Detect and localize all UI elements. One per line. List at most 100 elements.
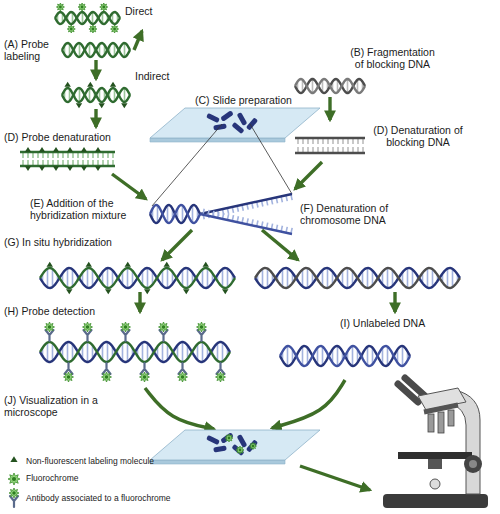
base-pair [72, 269, 74, 286]
fluorochrome-core [12, 491, 16, 495]
base-pair [262, 269, 264, 287]
base-pair [287, 268, 289, 287]
base-pair [82, 12, 84, 24]
labeling-molecule [110, 82, 116, 87]
labeling-molecule [164, 262, 170, 267]
base-pair [202, 342, 204, 362]
base-pair [124, 43, 126, 57]
base-pair [392, 270, 394, 286]
labeling-molecule [98, 103, 104, 108]
base-pair [307, 268, 309, 288]
base-pair [222, 343, 224, 362]
fluorochrome-glow [178, 372, 188, 382]
base-pair [287, 346, 289, 366]
labeling-molecule [87, 82, 93, 87]
base-pair [89, 88, 91, 102]
labeling-molecule [203, 262, 209, 267]
fluorochrome [225, 434, 233, 442]
base-pair [347, 268, 349, 288]
base-pair [67, 342, 69, 362]
legend-text: Fluorochrome [26, 474, 78, 483]
flow-arrow [295, 162, 322, 189]
base-pair [337, 346, 339, 366]
base-pair [267, 269, 269, 288]
base-pair [202, 269, 204, 286]
flow-arrow [272, 380, 345, 428]
fluorochrome-core [92, 28, 95, 31]
detected-dna [40, 342, 230, 362]
labeling-molecule [67, 147, 73, 152]
labeled-probe [62, 88, 130, 102]
step-label: (G) In situ hybridization [4, 236, 154, 248]
base-pair [302, 270, 304, 287]
base-pair [347, 79, 349, 93]
microscope-condenser [428, 459, 442, 469]
base-pair [142, 343, 144, 362]
flow-arrow [145, 388, 214, 429]
labeling-molecule [183, 289, 189, 294]
fluorochrome-glow [83, 322, 93, 332]
hybridized-dna [40, 268, 235, 288]
dna-strand [150, 205, 200, 223]
microscope-objective [438, 412, 444, 433]
base-pair [322, 347, 324, 366]
base-pair [147, 268, 149, 288]
fluorochrome-core [252, 445, 254, 447]
base-pair [407, 268, 409, 288]
dna-strand [55, 12, 120, 24]
fluorochrome [197, 322, 207, 332]
fluorochrome-glow [159, 322, 169, 332]
fluorochrome [140, 372, 150, 382]
base-pair [157, 205, 159, 222]
labeling-molecule [81, 147, 87, 152]
labeling-molecule [47, 262, 53, 267]
labeling-molecule [144, 289, 150, 294]
fluorochrome [83, 322, 93, 332]
base-pair [127, 343, 129, 362]
base-pair [387, 347, 389, 366]
chromosome [237, 112, 248, 126]
base-pair [167, 205, 169, 222]
labeling-molecule [67, 166, 73, 171]
dna-strand [200, 214, 292, 234]
labeling-molecule [53, 166, 59, 171]
chromosome [206, 435, 220, 445]
fluorochrome [159, 322, 169, 332]
base-pair [227, 269, 229, 288]
step-label: (D) Denaturation of blocking DNA [372, 124, 464, 149]
base-pair [107, 342, 109, 362]
fluorochrome-core [162, 325, 166, 329]
microscope [383, 378, 488, 508]
base-pair [217, 343, 219, 361]
labeling-molecule [76, 103, 82, 108]
base-pair [352, 346, 354, 366]
legend-text: Non-fluorescent labeling molecule [26, 457, 154, 466]
fluorochrome [8, 473, 20, 485]
fluorochrome-glow [236, 446, 244, 454]
base-pair [402, 346, 404, 366]
fluorochrome-core [143, 375, 147, 379]
fluorochrome-glow [121, 322, 131, 332]
dna-strand [295, 137, 365, 139]
step-label: (H) Probe detection [4, 305, 134, 317]
fluorochrome [56, 3, 64, 11]
dna-strand [255, 268, 460, 288]
fluorochrome-core [67, 375, 71, 379]
base-pair [87, 268, 89, 288]
fluorochrome [178, 372, 188, 382]
fluorochrome-glow [78, 3, 86, 11]
fluorochrome-core [181, 375, 185, 379]
dna-strand [40, 342, 230, 362]
labeling-molecule [25, 147, 31, 152]
chromosome [220, 110, 234, 122]
chromosome [231, 122, 244, 134]
step-label: (D) Probe denaturation [4, 131, 134, 143]
fluorochrome [216, 372, 226, 382]
fluorochrome-glow [111, 25, 119, 33]
fluorochrome-core [113, 28, 116, 31]
dna-strand [150, 205, 200, 223]
chromosome [206, 113, 220, 123]
labeling-molecule [10, 456, 17, 462]
fluorochrome-glow [197, 322, 207, 332]
